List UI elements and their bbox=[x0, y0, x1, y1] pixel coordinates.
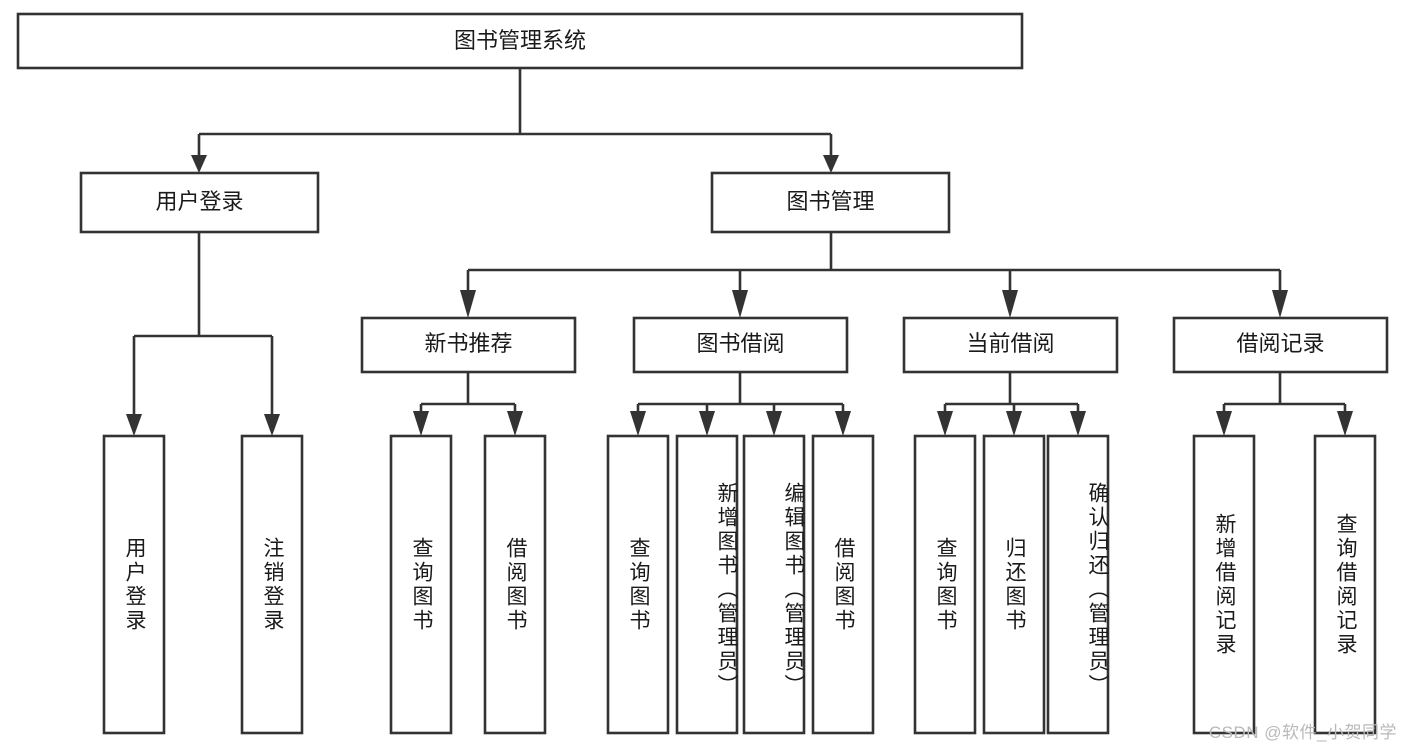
leaf-newbook-borrow-box[interactable] bbox=[483, 434, 547, 735]
arrow-newbook-leaf-1 bbox=[413, 411, 429, 436]
leaf-borrow-lend-box[interactable] bbox=[811, 434, 875, 735]
node-borrow-label: 图书借阅 bbox=[696, 331, 784, 356]
node-root-label: 图书管理系统 bbox=[454, 28, 586, 53]
leaf-newbook-query-box[interactable] bbox=[389, 434, 453, 735]
node-borrow-records-label: 借阅记录 bbox=[1236, 331, 1324, 356]
node-borrow-box[interactable] bbox=[632, 316, 849, 374]
arrow-bookmgmt-to-borrow bbox=[732, 290, 748, 318]
leaf-user-login-box[interactable] bbox=[102, 434, 166, 735]
watermark-text: CSDN @软件_小贺同学 bbox=[1208, 723, 1397, 742]
arrow-bookmgmt-to-current bbox=[1002, 290, 1018, 318]
leaf-logout-box[interactable] bbox=[240, 434, 304, 735]
node-book-management-box[interactable] bbox=[710, 171, 951, 234]
leaf-records-query-box[interactable] bbox=[1313, 434, 1377, 735]
node-current-borrow-box[interactable] bbox=[902, 316, 1119, 374]
node-root-box[interactable] bbox=[16, 12, 1024, 70]
arrow-records-leaf-2 bbox=[1337, 411, 1353, 436]
leaf-borrow-query-box[interactable] bbox=[606, 434, 670, 735]
arrow-login-leaf-1 bbox=[126, 414, 142, 436]
leaf-records-add-box[interactable] bbox=[1192, 434, 1256, 735]
arrow-records-leaf-1 bbox=[1216, 411, 1232, 436]
node-new-book-label: 新书推荐 bbox=[424, 331, 512, 356]
arrow-borrow-leaf-4 bbox=[835, 411, 851, 436]
arrow-bookmgmt-to-newbook bbox=[460, 290, 476, 318]
leaf-borrow-edit-box[interactable] bbox=[742, 434, 806, 735]
arrow-borrow-leaf-3 bbox=[766, 411, 782, 436]
arrow-current-leaf-2 bbox=[1006, 411, 1022, 436]
arrow-borrow-leaf-2 bbox=[699, 411, 715, 436]
node-current-borrow-label: 当前借阅 bbox=[966, 331, 1054, 356]
arrow-root-to-bookmgmt bbox=[823, 155, 839, 173]
node-book-management-label: 图书管理 bbox=[786, 189, 874, 214]
arrow-root-to-login bbox=[191, 155, 207, 173]
arrow-current-leaf-3 bbox=[1070, 411, 1086, 436]
leaf-borrow-add-box[interactable] bbox=[675, 434, 739, 735]
leaf-current-confirm-box[interactable] bbox=[1046, 434, 1110, 735]
node-new-book-box[interactable] bbox=[360, 316, 577, 374]
leaf-current-query-box[interactable] bbox=[913, 434, 977, 735]
arrow-current-leaf-1 bbox=[937, 411, 953, 436]
arrow-bookmgmt-to-records bbox=[1272, 290, 1288, 318]
node-borrow-records-box[interactable] bbox=[1172, 316, 1389, 374]
leaf-current-return-box[interactable] bbox=[982, 434, 1046, 735]
arrow-newbook-leaf-2 bbox=[507, 411, 523, 436]
arrow-borrow-leaf-1 bbox=[630, 411, 646, 436]
node-user-login-label: 用户登录 bbox=[155, 189, 243, 214]
arrow-login-leaf-2 bbox=[264, 414, 280, 436]
